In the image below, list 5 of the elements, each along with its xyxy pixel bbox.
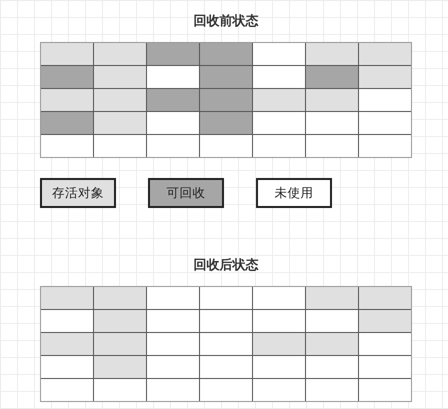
legend-key: 可回收 [148, 178, 224, 208]
legend-key: 未使用 [256, 178, 332, 208]
legend-key: 存活对象 [40, 178, 116, 208]
diagram-heading: 回收前状态 [194, 13, 258, 30]
diagram-heading: 回收后状态 [194, 256, 258, 274]
